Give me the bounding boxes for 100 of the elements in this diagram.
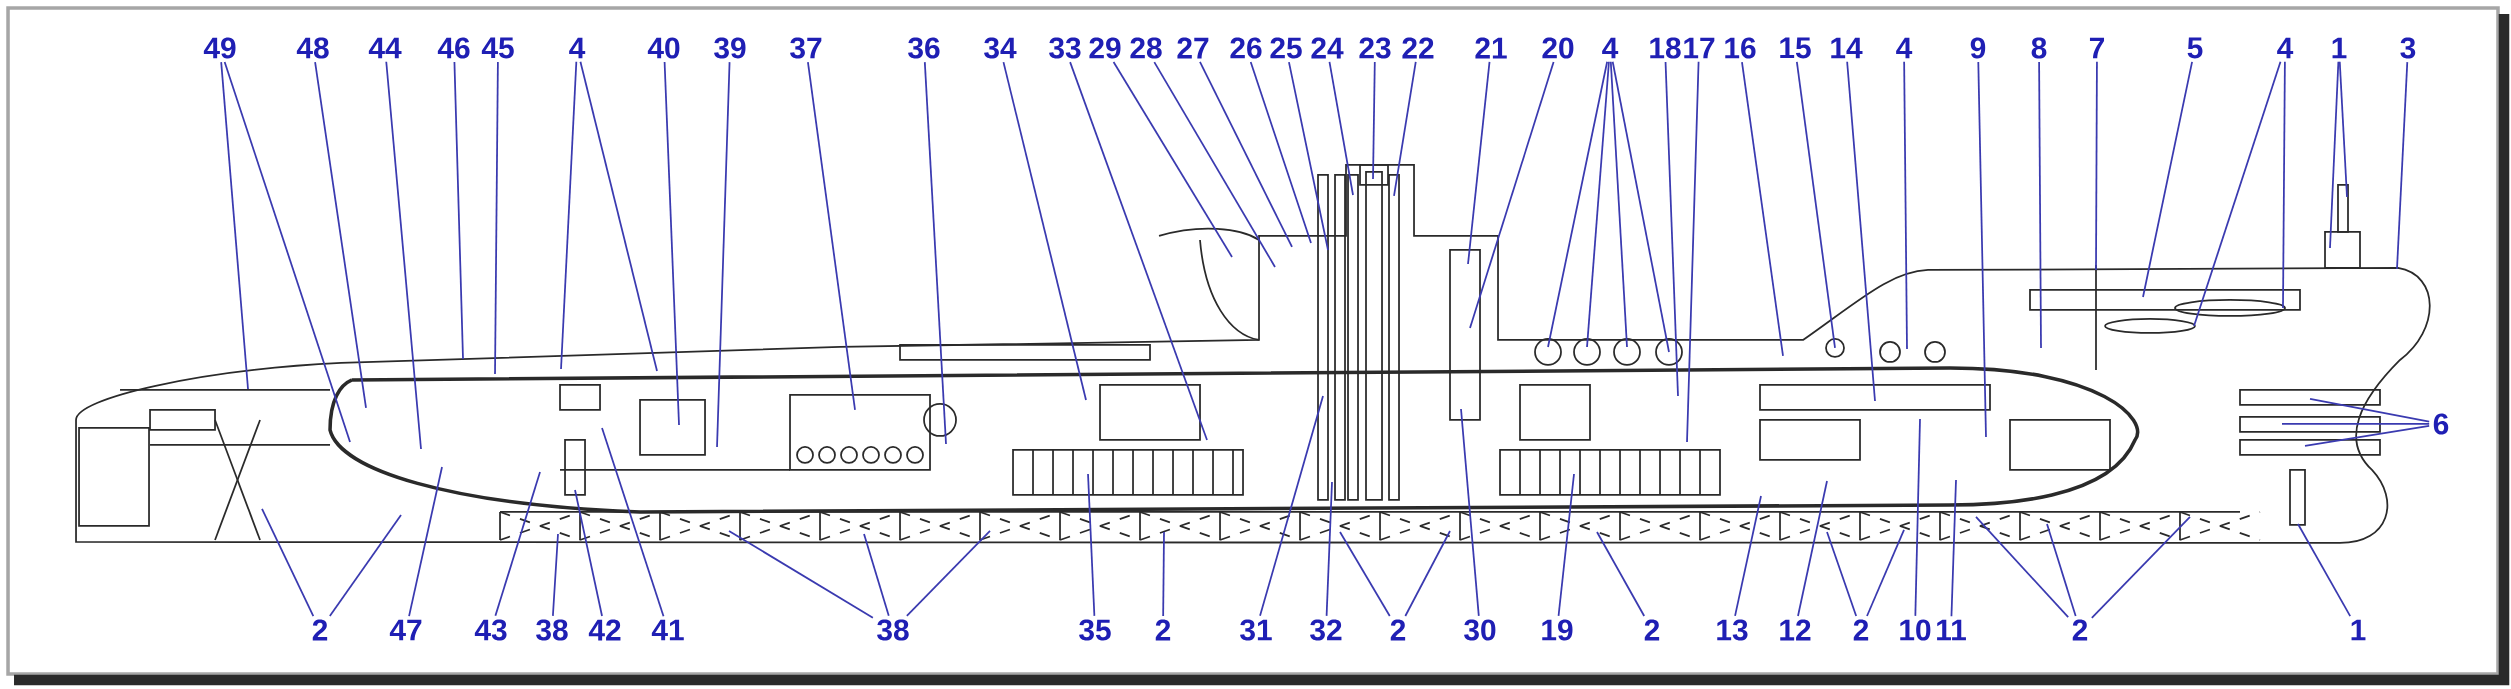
- leader-line: [494, 471, 541, 617]
- leader-line: [1914, 418, 1921, 617]
- callout-number: 13: [1717, 619, 1748, 641]
- leader-line: [728, 530, 874, 619]
- leader-line: [1288, 61, 1329, 251]
- leader-line: [1977, 61, 1987, 438]
- leader-line: [1586, 60, 1610, 348]
- leader-line: [1664, 61, 1679, 397]
- leader-line: [552, 533, 559, 617]
- leader-line: [863, 533, 890, 617]
- leader-line: [2095, 60, 2098, 271]
- leader-line: [1087, 473, 1096, 617]
- callout-number: 31: [1240, 619, 1272, 641]
- leader-line: [1975, 516, 2070, 618]
- callout-number: 17: [1684, 37, 1715, 59]
- leader-line: [1797, 480, 1828, 617]
- leader-line: [574, 489, 603, 617]
- leader-line: [2309, 398, 2431, 423]
- leader-line: [1611, 60, 1670, 353]
- leader-line: [1460, 408, 1480, 617]
- callout-number: 4: [1602, 37, 1619, 59]
- leader-line: [2038, 61, 2042, 349]
- leader-line: [601, 427, 665, 618]
- callout-number: 23: [1359, 37, 1391, 59]
- callout-number: 35: [1079, 619, 1111, 641]
- leader-line: [579, 60, 658, 372]
- callout-number: 7: [2089, 37, 2104, 59]
- leader-line: [2304, 425, 2431, 447]
- leader-line: [494, 61, 499, 375]
- callout-number: 9: [1970, 37, 1986, 59]
- callout-number: 5: [2187, 37, 2203, 59]
- leader-line: [1950, 479, 1957, 618]
- leader-line: [1467, 61, 1491, 265]
- leader-line: [1734, 495, 1762, 617]
- leader-line: [1609, 60, 1628, 348]
- callout-number: 2: [1644, 619, 1660, 641]
- callout-number: 2: [312, 619, 328, 641]
- leader-line: [1112, 61, 1233, 258]
- callout-number: 2: [1390, 619, 1406, 641]
- leader-line: [923, 61, 947, 445]
- callout-number: 22: [1402, 37, 1434, 59]
- callout-number: 15: [1780, 37, 1811, 59]
- callout-number: 43: [474, 619, 507, 641]
- callout-number: 26: [1230, 37, 1262, 59]
- leader-line: [2338, 60, 2348, 198]
- callout-number: 49: [203, 37, 236, 59]
- leader-line: [2281, 423, 2431, 425]
- leader-line: [223, 61, 351, 443]
- leader-line: [1826, 531, 1858, 617]
- callout-number: 45: [481, 37, 514, 59]
- callout-number: 46: [437, 37, 470, 59]
- callout-number: 32: [1310, 619, 1342, 641]
- callout-number: 6: [2433, 413, 2449, 435]
- callout-number: 4: [569, 37, 586, 59]
- callout-number: 34: [984, 37, 1017, 59]
- callout-number: 30: [1464, 619, 1496, 641]
- leader-line: [2329, 60, 2340, 249]
- leader-line: [807, 61, 856, 411]
- leader-line: [1259, 395, 1324, 617]
- leader-line: [1372, 61, 1376, 180]
- leader-line: [1162, 531, 1165, 617]
- leader-line: [1325, 481, 1333, 617]
- callout-number: 24: [1311, 37, 1344, 59]
- callout-number: 41: [651, 619, 684, 641]
- leader-line: [453, 61, 464, 360]
- leader-line: [1866, 529, 1905, 617]
- callout-number: 2: [2072, 619, 2088, 641]
- callout-number: 47: [389, 619, 422, 641]
- callout-number: 18: [1650, 37, 1681, 59]
- leader-line: [716, 61, 731, 448]
- callout-number: 28: [1130, 37, 1162, 59]
- leader-line: [1393, 61, 1417, 197]
- leader-line: [2046, 523, 2077, 617]
- leader-line: [1596, 531, 1646, 617]
- leader-line: [220, 61, 249, 390]
- leader-line: [1339, 531, 1391, 617]
- callout-number: 40: [647, 37, 680, 59]
- leader-line: [2090, 516, 2191, 619]
- leader-line: [2142, 61, 2193, 298]
- callout-number: 12: [1780, 619, 1811, 641]
- leader-line: [1249, 61, 1312, 244]
- callout-number: 2: [1155, 619, 1171, 641]
- leader-line: [1686, 60, 1700, 443]
- callout-number: 38: [536, 619, 568, 641]
- callout-number: 4: [2277, 37, 2294, 59]
- callout-number: 27: [1177, 37, 1209, 59]
- callout-number: 14: [1831, 37, 1863, 59]
- callout-number: 36: [908, 37, 940, 59]
- leader-line: [2396, 61, 2409, 270]
- callout-number: 1: [2332, 37, 2347, 59]
- leader-line: [261, 508, 315, 617]
- callout-number: 2: [1853, 619, 1869, 641]
- callout-number: 4: [1896, 37, 1913, 59]
- callout-number: 25: [1270, 37, 1302, 59]
- leader-line: [905, 530, 991, 617]
- callout-number: 10: [1900, 619, 1931, 641]
- callout-number: 1: [2351, 619, 2366, 641]
- leader-line: [1846, 60, 1876, 402]
- callout-number: 3: [2400, 37, 2416, 59]
- callout-number: 8: [2031, 37, 2047, 59]
